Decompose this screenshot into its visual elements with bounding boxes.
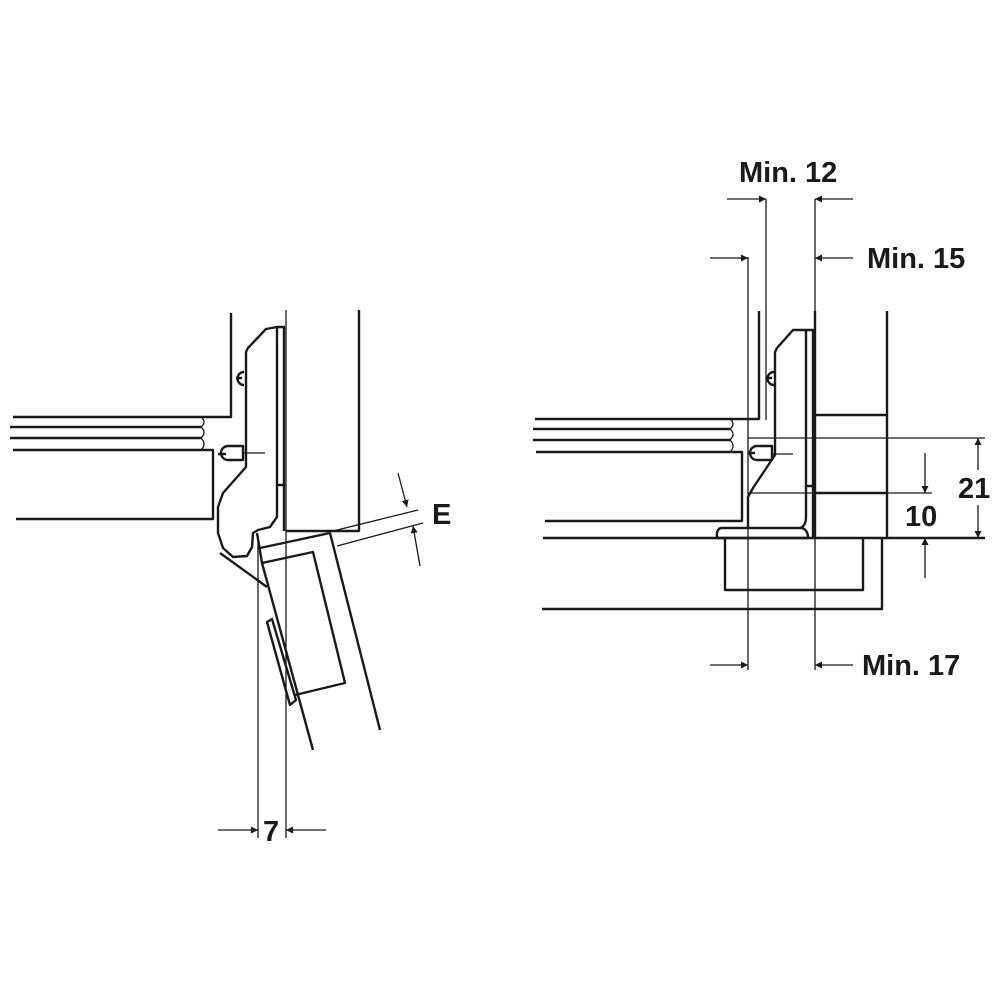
hinge-arm — [715, 328, 810, 540]
left-view-open-door: E 7 — [10, 310, 451, 848]
dimension-e: E — [332, 472, 451, 567]
screw-icon — [236, 370, 245, 387]
dim-21-label: 21 — [958, 473, 990, 505]
dim-10-label: 10 — [905, 501, 937, 533]
dimension-e-label: E — [432, 499, 451, 531]
dimension-21: 21 — [958, 438, 990, 538]
dimension-min-15: Min. 15 — [710, 243, 965, 275]
dimension-7: 7 — [218, 816, 326, 848]
min-12-label: Min. 12 — [739, 157, 837, 189]
door — [813, 311, 889, 538]
dimension-10: 10 — [905, 453, 937, 578]
cabinet-side-panel — [533, 311, 985, 611]
screw-icon — [766, 370, 775, 387]
hinge-arm — [216, 325, 279, 559]
screw-icon — [218, 444, 245, 462]
screw-icon — [748, 444, 774, 462]
cabinet-side-panel — [10, 313, 233, 521]
door-open — [219, 531, 382, 838]
extension-lines — [747, 199, 985, 670]
right-view-closed-door: Min. 12 Min. 15 21 10 Min. 17 — [533, 157, 990, 682]
dimension-min-12: Min. 12 — [727, 157, 853, 203]
min-15-label: Min. 15 — [867, 243, 965, 275]
dimension-7-label: 7 — [263, 816, 279, 848]
dimension-min-17: Min. 17 — [710, 650, 960, 682]
door-closed — [285, 310, 361, 838]
min-17-label: Min. 17 — [862, 650, 960, 682]
